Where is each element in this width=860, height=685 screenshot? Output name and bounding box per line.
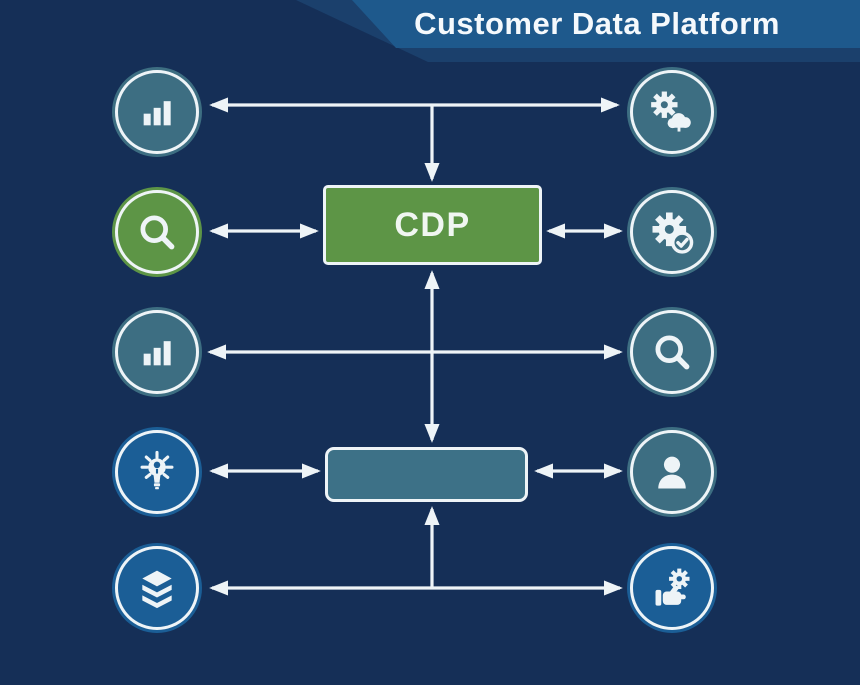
lightbulb-icon bbox=[140, 450, 174, 490]
layers-icon bbox=[142, 570, 172, 609]
bar-chart-icon bbox=[143, 101, 171, 126]
node-idea-left bbox=[112, 427, 202, 517]
node-customer-right bbox=[627, 427, 717, 517]
secondary-box bbox=[325, 447, 528, 502]
node-cloud-processing-right bbox=[627, 67, 717, 157]
search-icon bbox=[140, 215, 175, 250]
header-banner bbox=[352, 0, 860, 48]
cdp-box: CDP bbox=[323, 185, 542, 265]
user-icon bbox=[658, 456, 686, 489]
node-search-right bbox=[627, 307, 717, 397]
node-search-left bbox=[112, 187, 202, 277]
node-automation-right bbox=[627, 187, 717, 277]
cloud-gear-icon bbox=[651, 91, 691, 132]
node-data-stack-left bbox=[112, 543, 202, 633]
bar-chart-icon bbox=[143, 341, 171, 366]
search-icon bbox=[655, 335, 690, 370]
gear-clock-icon bbox=[652, 212, 694, 254]
node-analytics-left-2 bbox=[112, 307, 202, 397]
hand-gear-icon bbox=[655, 568, 690, 606]
node-analytics-left-1 bbox=[112, 67, 202, 157]
page-title: Customer Data Platform bbox=[414, 6, 780, 41]
node-service-right bbox=[627, 543, 717, 633]
